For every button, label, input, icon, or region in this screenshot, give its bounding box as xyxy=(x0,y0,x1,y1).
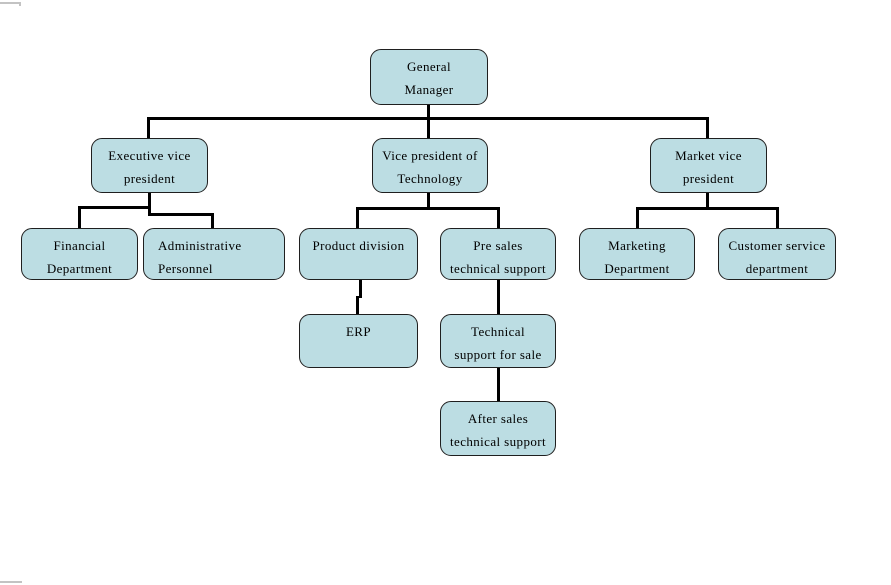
node-label: Administrative xyxy=(158,238,242,253)
org-node-customer-service-department[interactable]: Customer service department xyxy=(718,228,836,280)
connector-presales-to-techsupport xyxy=(497,280,500,314)
node-label: Customer service xyxy=(728,238,826,253)
connector-top-horizontal xyxy=(147,117,709,120)
node-label: Personnel Departmetnt xyxy=(158,261,213,276)
connector-drop-marketing xyxy=(636,207,639,228)
connector-product-to-erp-lower xyxy=(356,296,359,314)
connector-drop-executive-vp xyxy=(147,117,150,138)
connector-drop-product-division xyxy=(356,207,359,228)
node-label: Department xyxy=(604,261,670,276)
node-label: Marketing xyxy=(608,238,666,253)
connector-product-to-erp-upper xyxy=(359,280,362,298)
top-left-page-mark xyxy=(0,2,20,4)
node-label: General xyxy=(407,59,451,74)
node-label: technical support xyxy=(450,434,546,449)
org-node-vice-president-of-technology[interactable]: Vice president of Technology xyxy=(372,138,488,193)
node-label: ERP xyxy=(345,324,372,339)
node-label: department xyxy=(745,261,809,276)
org-node-product-division[interactable]: Product division xyxy=(299,228,418,280)
bottom-left-page-mark xyxy=(0,581,22,583)
node-label: Manager xyxy=(404,82,454,97)
org-node-general-manager[interactable]: General Manager xyxy=(370,49,488,105)
node-label: Financial xyxy=(53,238,106,253)
node-label: president xyxy=(682,171,735,186)
node-label: After sales xyxy=(467,411,529,426)
org-node-administrative-personnel-department[interactable]: Administrative Personnel Departmetnt xyxy=(143,228,285,280)
node-label: president xyxy=(123,171,176,186)
org-node-market-vice-president[interactable]: Market vice president xyxy=(650,138,767,193)
org-node-erp[interactable]: ERP xyxy=(299,314,418,368)
connector-evp-stem xyxy=(148,193,151,216)
org-node-financial-department[interactable]: Financial Department xyxy=(21,228,138,280)
node-label: Vice president of xyxy=(382,148,478,163)
node-label: technical support xyxy=(450,261,546,276)
node-label: Market vice xyxy=(675,148,742,163)
connector-drop-financial xyxy=(78,206,81,228)
connector-evp-right-horizontal xyxy=(148,213,214,216)
org-node-after-sales-technical-support[interactable]: After sales technical support xyxy=(440,401,556,456)
node-label: Technical xyxy=(471,324,525,339)
node-label: Technology xyxy=(397,171,463,186)
connector-vpt-horizontal xyxy=(356,207,500,210)
org-node-technical-support-for-sale[interactable]: Technical support for sale xyxy=(440,314,556,368)
connector-techsupport-to-aftersales xyxy=(497,368,500,402)
top-left-page-mark-tick xyxy=(19,2,21,6)
connector-drop-pre-sales xyxy=(497,207,500,228)
connector-mvp-horizontal xyxy=(636,207,779,210)
node-label: Pre sales xyxy=(473,238,523,253)
node-label: Department xyxy=(46,261,113,276)
connector-evp-left-horizontal xyxy=(78,206,151,209)
node-label: support for sale xyxy=(454,347,542,362)
connector-mvp-stem xyxy=(706,193,709,210)
org-node-marketing-department[interactable]: Marketing Department xyxy=(579,228,695,280)
connector-gm-stem xyxy=(427,105,430,138)
org-node-executive-vice-president[interactable]: Executive vice president xyxy=(91,138,208,193)
connector-drop-administrative xyxy=(211,213,214,228)
connector-drop-market-vp xyxy=(706,117,709,138)
connector-vpt-stem xyxy=(427,193,430,210)
connector-drop-customer-service xyxy=(776,207,779,228)
org-node-pre-sales-technical-support[interactable]: Pre sales technical support xyxy=(440,228,556,280)
node-label: Product division xyxy=(312,238,405,253)
node-label: Executive vice xyxy=(108,148,191,163)
